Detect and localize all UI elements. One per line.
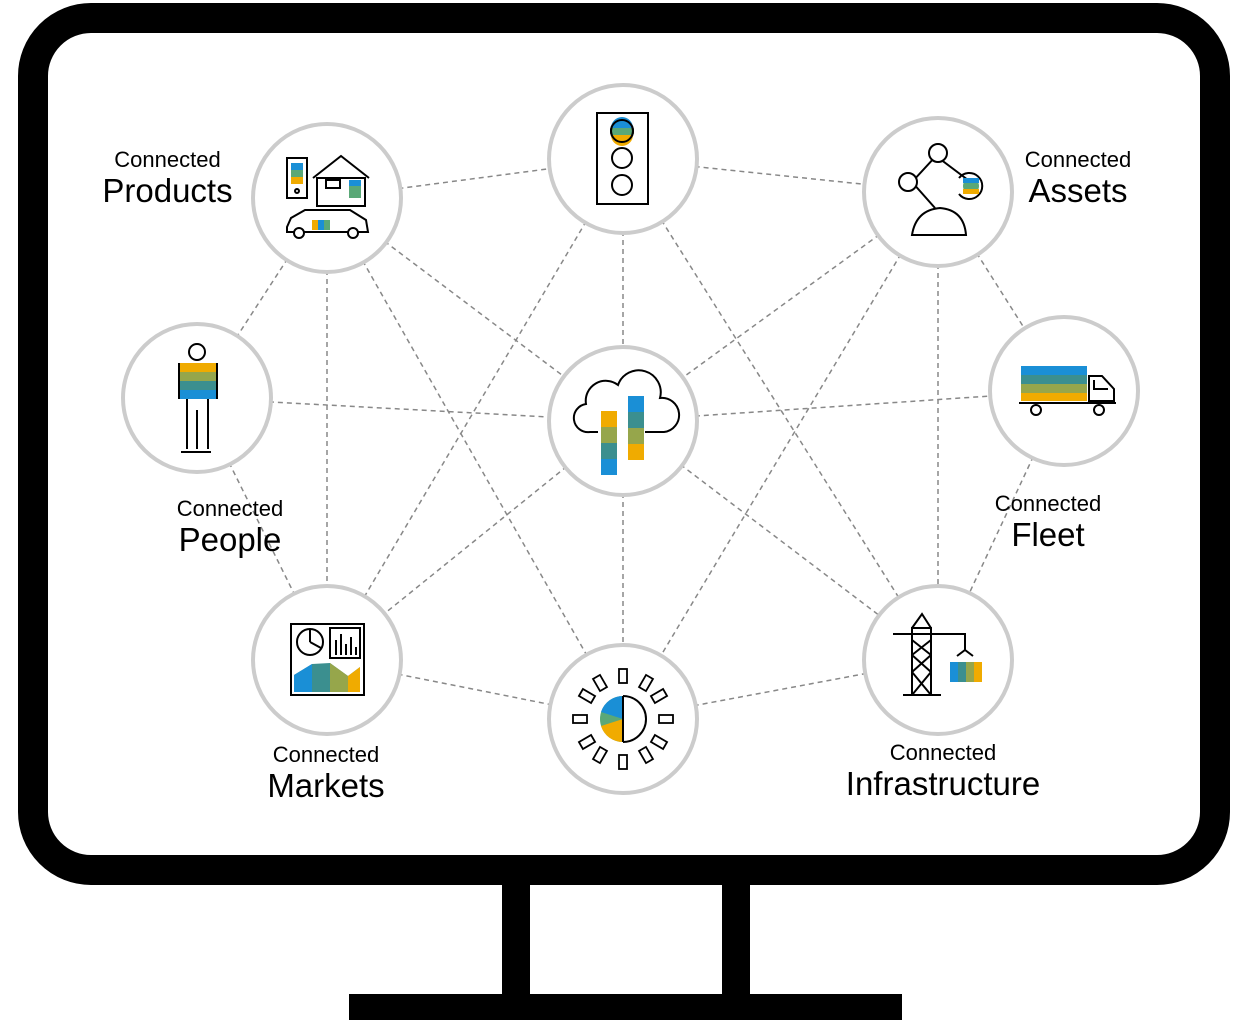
market-chart-icon <box>290 623 365 696</box>
node-energy <box>547 643 699 795</box>
node-ring <box>547 83 699 235</box>
label-small: Connected <box>272 742 380 767</box>
node-ring <box>251 122 403 274</box>
node-cloud <box>547 345 699 497</box>
robot-arm-icon <box>898 143 984 236</box>
label-infrastructure: Connected Infrastructure <box>833 740 1053 802</box>
label-small: Connected <box>114 147 221 172</box>
monitor-neck-right <box>722 884 750 996</box>
node-ring <box>547 345 699 497</box>
node-fleet <box>988 315 1140 467</box>
node-products <box>251 122 403 274</box>
cloud-analytics-icon <box>572 369 681 475</box>
label-markets: Connected Markets <box>256 742 396 804</box>
label-people: Connected People <box>160 496 300 558</box>
label-large: Products <box>102 172 233 209</box>
nodes <box>121 83 1140 795</box>
label-large: Markets <box>267 767 385 804</box>
node-markets <box>251 584 403 736</box>
label-small: Connected <box>176 496 284 521</box>
node-signal <box>547 83 699 235</box>
node-ring <box>862 116 1014 268</box>
node-people <box>121 322 273 474</box>
monitor-base <box>349 994 902 1020</box>
label-large: Assets <box>1028 172 1128 209</box>
node-assets <box>862 116 1014 268</box>
label-small: Connected <box>1024 147 1132 172</box>
label-large: People <box>178 521 282 558</box>
connection-line-products-energy <box>326 197 624 720</box>
person-icon <box>178 343 218 453</box>
sun-energy-icon <box>572 668 674 770</box>
label-small: Connected <box>994 491 1102 516</box>
monitor-neck-left <box>502 884 530 996</box>
connection-line-signal-markets <box>326 158 624 661</box>
house-car-device-icon <box>286 154 370 239</box>
label-small: Connected <box>889 740 997 765</box>
node-infrastructure <box>862 584 1014 736</box>
truck-icon <box>1019 366 1116 416</box>
crane-icon <box>893 612 982 696</box>
label-large: Infrastructure <box>845 765 1041 802</box>
label-assets: Connected Assets <box>1008 147 1148 209</box>
traffic-light-icon <box>596 112 649 205</box>
node-ring <box>862 584 1014 736</box>
node-ring <box>251 584 403 736</box>
label-products: Connected Products <box>90 147 245 209</box>
connection-line-assets-energy <box>622 191 939 720</box>
label-large: Fleet <box>1011 516 1085 553</box>
label-fleet: Connected Fleet <box>978 491 1118 553</box>
